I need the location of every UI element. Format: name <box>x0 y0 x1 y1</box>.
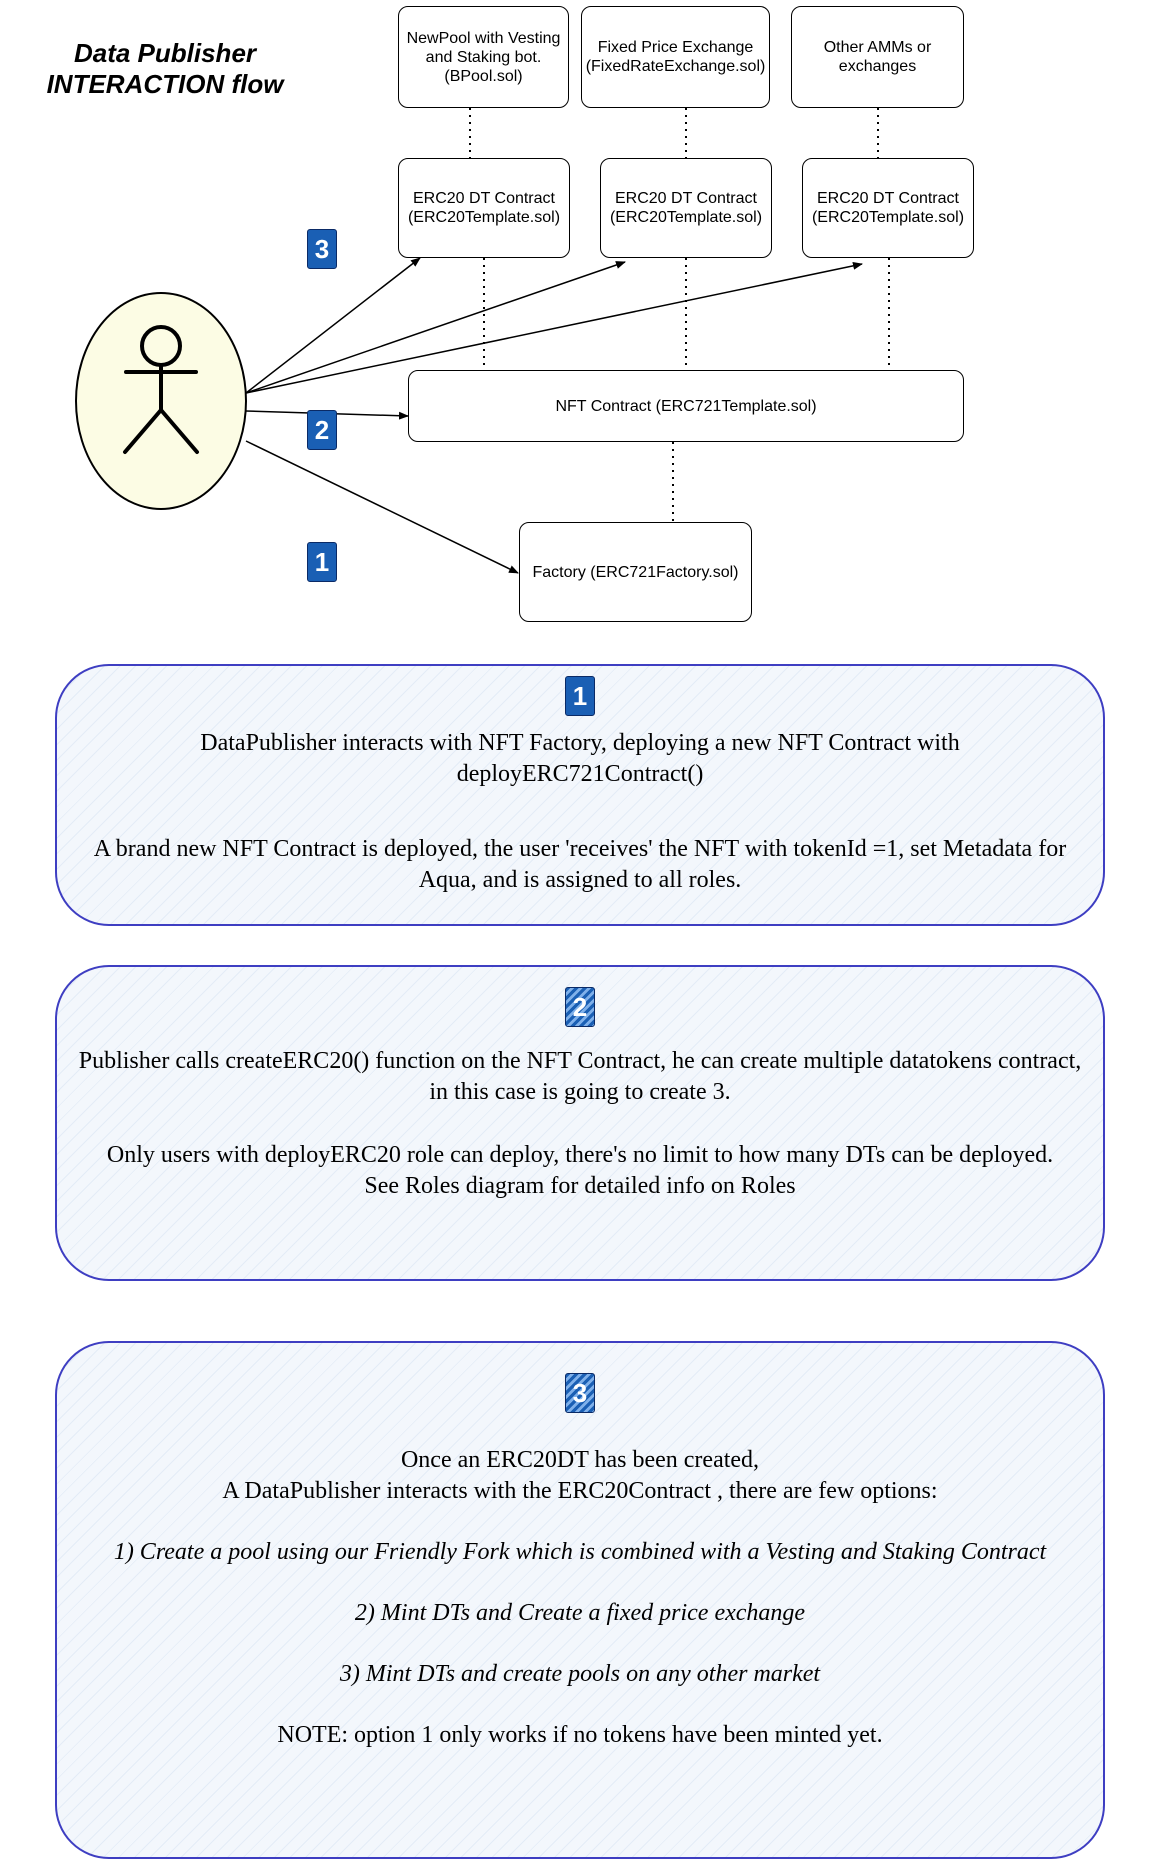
erc20-contract-box-b: ERC20 DT Contract (ERC20Template.sol) <box>600 158 772 258</box>
step3-option-2: 2) Mint DTs and Create a fixed price exc… <box>354 1600 806 1626</box>
step2-description: Publisher calls createERC20() function o… <box>78 1048 1082 1105</box>
nft-contract-label: NFT Contract (ERC721Template.sol) <box>555 397 817 415</box>
erc20-contract-label-c: ERC20 DT Contract (ERC20Template.sol) <box>811 190 965 226</box>
step3-panel-badge: 3 <box>565 1373 595 1413</box>
other-amms-box: Other AMMs or exchanges <box>791 6 964 108</box>
step1-panel-badge: 1 <box>565 676 595 716</box>
erc20-contract-label-b: ERC20 DT Contract (ERC20Template.sol) <box>609 190 763 226</box>
step3-note: NOTE: option 1 only works if no tokens h… <box>277 1722 883 1748</box>
diagram-title: Data Publisher INTERACTION flow <box>46 38 284 99</box>
factory-box: Factory (ERC721Factory.sol) <box>519 522 752 622</box>
step1-panel: 1 DataPublisher interacts with NFT Facto… <box>55 664 1105 926</box>
step2-roles-note: Only users with deployERC20 role can dep… <box>106 1142 1054 1199</box>
bpool-box: NewPool with Vesting and Staking bot. (B… <box>398 6 569 108</box>
erc20-contract-box-c: ERC20 DT Contract (ERC20Template.sol) <box>802 158 974 258</box>
fixed-rate-exchange-box: Fixed Price Exchange (FixedRateExchange.… <box>581 6 770 108</box>
step2-panel: 2 Publisher calls createERC20() function… <box>55 965 1105 1281</box>
step1-description: DataPublisher interacts with NFT Factory… <box>200 730 960 787</box>
step3-intro: Once an ERC20DT has been created, A Data… <box>222 1447 938 1504</box>
step3-option-3: 3) Mint DTs and create pools on any othe… <box>339 1661 821 1687</box>
arrow-to-factory <box>245 440 519 574</box>
erc20-contract-label-a: ERC20 DT Contract (ERC20Template.sol) <box>407 190 561 226</box>
step3-option-1: 1) Create a pool using our Friendly Fork… <box>113 1539 1047 1565</box>
stick-figure-icon <box>123 325 199 454</box>
step-badge-2: 2 <box>307 410 337 450</box>
step-badge-3: 3 <box>307 229 337 269</box>
arrow-to-erc20-c <box>245 261 863 394</box>
bpool-label: NewPool with Vesting and Staking bot. (B… <box>406 29 561 85</box>
nft-contract-box: NFT Contract (ERC721Template.sol) <box>408 370 964 442</box>
arrow-to-erc20-b <box>245 261 626 394</box>
other-amms-label: Other AMMs or exchanges <box>823 39 932 75</box>
step3-panel: 3 Once an ERC20DT has been created, A Da… <box>55 1341 1105 1859</box>
factory-label: Factory (ERC721Factory.sol) <box>532 563 739 581</box>
step-badge-1: 1 <box>307 542 337 582</box>
arrow-to-erc20-a <box>245 257 421 394</box>
fixed-rate-exchange-label: Fixed Price Exchange (FixedRateExchange.… <box>585 39 766 75</box>
step1-result: A brand new NFT Contract is deployed, th… <box>93 836 1067 893</box>
erc20-contract-box-a: ERC20 DT Contract (ERC20Template.sol) <box>398 158 570 258</box>
step2-panel-badge: 2 <box>565 987 595 1027</box>
